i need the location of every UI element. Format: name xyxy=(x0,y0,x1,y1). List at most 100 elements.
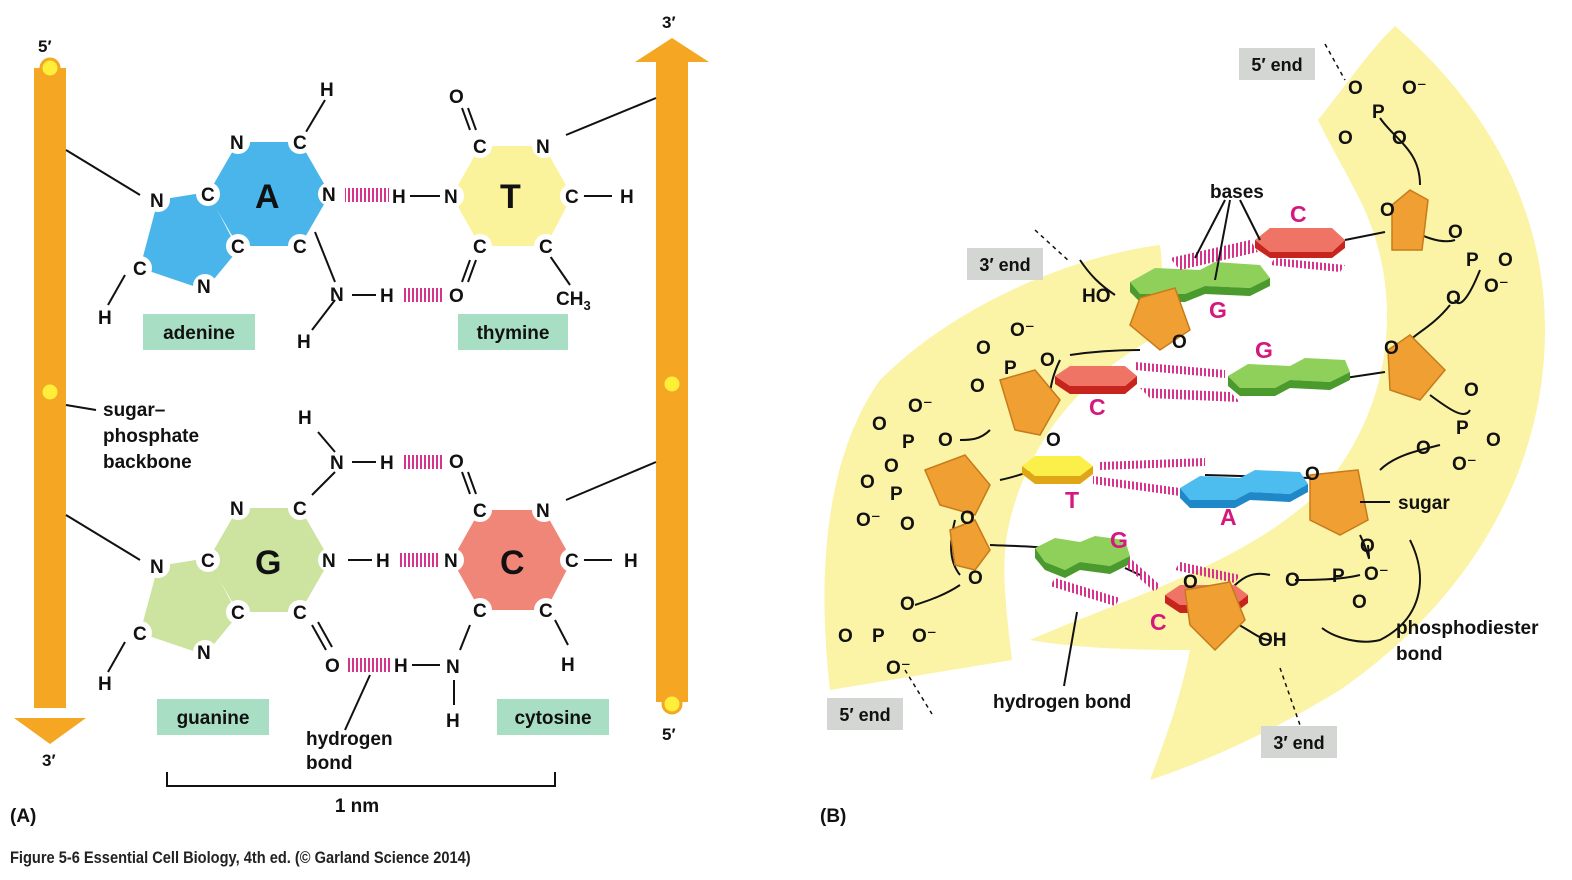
panel-b-label: (B) xyxy=(820,806,846,827)
svg-text:H: H xyxy=(620,187,634,208)
sugar-ring xyxy=(1391,189,1429,251)
guanine-molecule: G xyxy=(107,431,336,673)
svg-text:O: O xyxy=(325,656,340,677)
svg-text:C: C xyxy=(133,624,147,645)
left-strand-3prime: 3′ xyxy=(42,751,56,770)
svg-text:phosphate: phosphate xyxy=(103,426,199,447)
svg-text:O: O xyxy=(900,514,915,535)
svg-text:P: P xyxy=(1332,566,1345,587)
svg-text:HO: HO xyxy=(1082,286,1111,307)
svg-text:H: H xyxy=(394,656,408,677)
svg-text:O: O xyxy=(900,594,915,615)
sugar-ring xyxy=(924,454,991,516)
svg-text:P: P xyxy=(1466,250,1479,271)
svg-text:C: C xyxy=(231,603,245,624)
glycosidic-lines xyxy=(65,97,657,561)
svg-text:C: C xyxy=(293,499,307,520)
svg-text:OH: OH xyxy=(1258,630,1287,651)
svg-text:N: N xyxy=(230,133,244,154)
panel-a: 5′ 3′ 3′ 5′ xyxy=(10,13,709,827)
svg-text:C: C xyxy=(539,601,553,622)
svg-text:C: C xyxy=(1290,201,1307,227)
svg-text:C: C xyxy=(133,259,147,280)
svg-text:N: N xyxy=(446,657,460,678)
svg-text:O: O xyxy=(884,456,899,477)
svg-text:C: C xyxy=(293,603,307,624)
left-backbone: 5′ 3′ xyxy=(14,37,86,770)
svg-text:O: O xyxy=(838,626,853,647)
hydrogen-bonds-b xyxy=(1050,240,1345,606)
svg-text:P: P xyxy=(872,626,885,647)
svg-text:C: C xyxy=(201,185,215,206)
svg-text:O: O xyxy=(1416,438,1431,459)
adenine-molecule: A xyxy=(107,99,336,331)
svg-text:T: T xyxy=(1065,487,1079,513)
thymine-letter: T xyxy=(500,178,521,216)
svg-text:O: O xyxy=(1380,200,1395,221)
svg-text:P: P xyxy=(1456,418,1469,439)
sugars xyxy=(924,189,1447,652)
phosphodiester-label-1: phosphodiester xyxy=(1396,618,1539,639)
svg-text:H: H xyxy=(446,711,460,732)
svg-text:O: O xyxy=(970,376,985,397)
svg-text:N: N xyxy=(197,277,211,298)
svg-text:O: O xyxy=(1172,332,1187,353)
sugar-ring xyxy=(999,369,1061,436)
svg-text:G: G xyxy=(1110,527,1128,553)
svg-text:O: O xyxy=(860,472,875,493)
thymine-label: thymine xyxy=(477,323,550,344)
svg-text:O: O xyxy=(1384,338,1399,359)
cytosine-letter: C xyxy=(500,544,525,582)
sugar-ring xyxy=(1309,469,1369,536)
bases-label: bases xyxy=(1210,182,1264,203)
svg-text:O: O xyxy=(1352,592,1367,613)
svg-text:sugar–: sugar– xyxy=(103,400,165,421)
svg-text:O: O xyxy=(1040,350,1055,371)
svg-text:H: H xyxy=(380,453,394,474)
adenine-letter: A xyxy=(255,178,280,216)
svg-text:N: N xyxy=(230,499,244,520)
svg-text:O: O xyxy=(976,338,991,359)
svg-text:N: N xyxy=(197,643,211,664)
base-letters: C G G C T A G C xyxy=(1065,201,1307,635)
svg-text:O⁻: O⁻ xyxy=(912,626,937,647)
svg-text:H: H xyxy=(380,286,394,307)
svg-text:O: O xyxy=(1486,430,1501,451)
svg-text:C: C xyxy=(293,237,307,258)
svg-text:O: O xyxy=(1046,430,1061,451)
svg-text:H: H xyxy=(98,308,112,329)
five-end-bottom: 5′ end xyxy=(839,705,890,725)
thymine-molecule: T xyxy=(452,107,612,286)
svg-text:O⁻: O⁻ xyxy=(856,510,881,531)
svg-text:O: O xyxy=(1338,128,1353,149)
svg-text:N: N xyxy=(330,285,344,306)
left-strand-5prime: 5′ xyxy=(38,37,52,56)
right-backbone: 3′ 5′ xyxy=(635,13,709,744)
backbone-label: sugar– phosphate backbone xyxy=(103,400,199,473)
cytosine-label: cytosine xyxy=(514,708,591,729)
svg-text:O⁻: O⁻ xyxy=(1484,276,1509,297)
scale-bar: 1 nm xyxy=(166,772,556,817)
svg-text:G: G xyxy=(1255,337,1273,363)
svg-text:O: O xyxy=(1285,570,1300,591)
svg-text:H: H xyxy=(320,80,334,101)
methyl-group: CH3 xyxy=(556,289,591,313)
svg-text:N: N xyxy=(322,551,336,572)
guanine-letter: G xyxy=(255,544,281,582)
svg-text:O⁻: O⁻ xyxy=(886,658,911,679)
svg-text:O: O xyxy=(1448,222,1463,243)
svg-text:C: C xyxy=(293,133,307,154)
sugar-ring xyxy=(1387,334,1447,401)
svg-text:O: O xyxy=(1498,250,1513,271)
svg-text:hydrogen: hydrogen xyxy=(306,729,393,750)
svg-text:bond: bond xyxy=(306,753,352,774)
svg-text:H: H xyxy=(297,332,311,353)
right-strand-3prime: 3′ xyxy=(662,13,676,32)
guanine-label: guanine xyxy=(177,708,250,729)
svg-text:H: H xyxy=(298,408,312,429)
sugar-ring xyxy=(1184,581,1246,652)
svg-text:C: C xyxy=(1150,609,1167,635)
svg-text:O: O xyxy=(1183,572,1198,593)
svg-text:O⁻: O⁻ xyxy=(1010,320,1035,341)
